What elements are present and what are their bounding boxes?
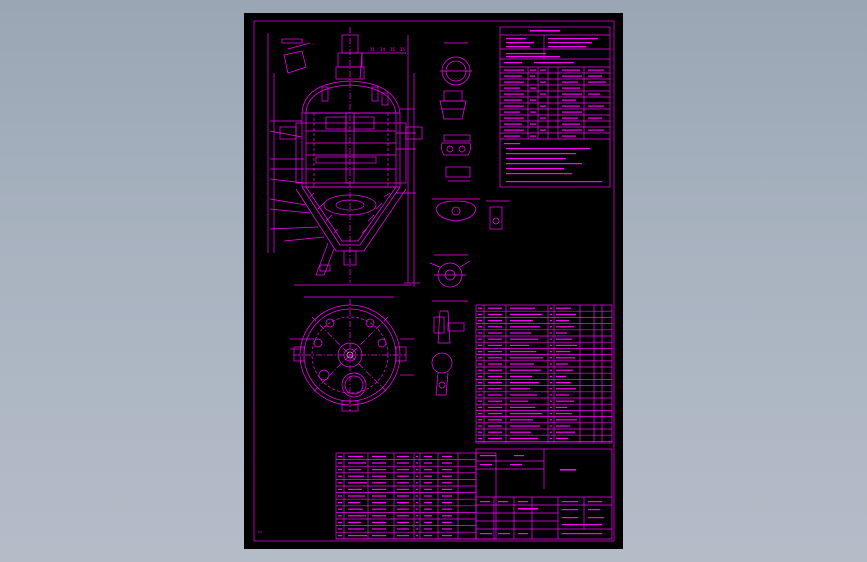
drawing-sheet: 11 14 15 15	[244, 13, 623, 549]
technical-spec-table	[499, 26, 611, 188]
section-details	[429, 42, 510, 396]
sheet-number-mark: A3	[258, 530, 262, 534]
cad-drawing: 11 14 15 15	[253, 20, 615, 542]
title-block	[475, 448, 613, 540]
sheet-border	[253, 20, 615, 542]
vessel-elevation-view: 11 14 15 15	[267, 27, 423, 287]
callout-15: 15	[390, 47, 396, 52]
bill-of-materials-table	[335, 452, 497, 540]
callout-14: 14	[380, 47, 386, 52]
callout-15b: 15	[400, 47, 406, 52]
callout-11: 11	[370, 47, 376, 52]
vessel-plan-view	[290, 296, 414, 412]
parts-list-table	[475, 304, 613, 444]
